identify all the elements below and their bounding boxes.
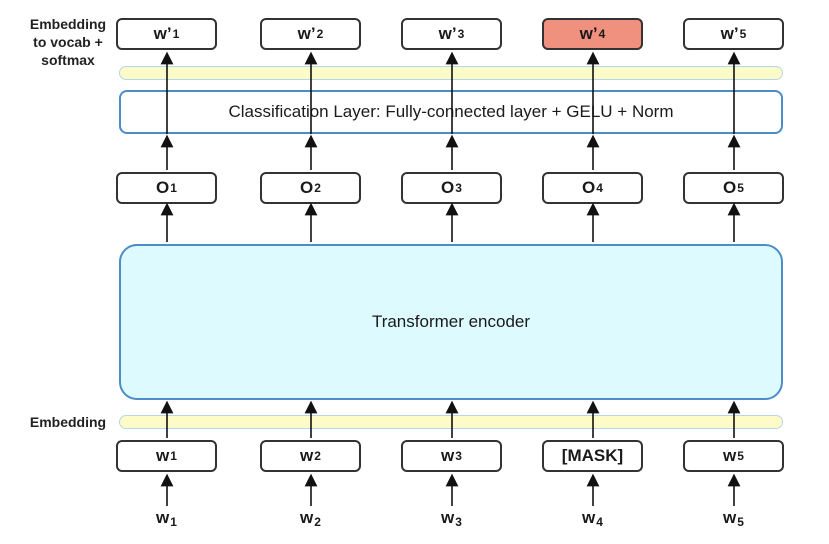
raw-input-word-base: w bbox=[582, 508, 596, 527]
raw-input-word-subscript: 4 bbox=[596, 515, 603, 529]
predicted-token-subscript: 3 bbox=[457, 27, 465, 41]
raw-input-word-2: w2 bbox=[260, 508, 361, 529]
predicted-token-subscript: 2 bbox=[316, 27, 324, 41]
input-token-4: [MASK] bbox=[542, 440, 643, 472]
input-token-subscript: 5 bbox=[737, 449, 744, 463]
input-embedding-label: Embedding bbox=[29, 414, 107, 430]
predicted-token-2: w’2 bbox=[260, 18, 361, 50]
predicted-token-4: w’4 bbox=[542, 18, 643, 50]
predicted-token-base: w’ bbox=[297, 24, 316, 43]
raw-input-word-subscript: 2 bbox=[314, 515, 321, 529]
predicted-token-subscript: 4 bbox=[598, 27, 606, 41]
raw-input-word-5: w5 bbox=[683, 508, 784, 529]
input-token-base: w bbox=[723, 446, 737, 465]
raw-input-word-4: w4 bbox=[542, 508, 643, 529]
encoder-output-subscript: 4 bbox=[596, 181, 603, 195]
transformer-encoder-label: Transformer encoder bbox=[371, 312, 531, 331]
predicted-token-1: w’1 bbox=[116, 18, 217, 50]
predicted-token-5: w’5 bbox=[683, 18, 784, 50]
predicted-token-base: w’ bbox=[579, 24, 598, 43]
predicted-token-base: w’ bbox=[720, 24, 739, 43]
input-token-subscript: 3 bbox=[455, 449, 462, 463]
input-token-base: w bbox=[441, 446, 455, 465]
raw-input-word-1: w1 bbox=[116, 508, 217, 529]
encoder-output-base: O bbox=[441, 178, 455, 197]
encoder-output-subscript: 2 bbox=[314, 181, 321, 195]
input-embedding-band bbox=[119, 415, 783, 429]
input-token-base: w bbox=[300, 446, 314, 465]
input-token-subscript: 1 bbox=[170, 449, 177, 463]
encoder-output-base: O bbox=[582, 178, 596, 197]
encoder-output-subscript: 3 bbox=[455, 181, 462, 195]
input-token-base: [MASK] bbox=[561, 446, 624, 465]
output-embedding-band bbox=[119, 66, 783, 80]
raw-input-word-base: w bbox=[723, 508, 737, 527]
raw-input-word-subscript: 1 bbox=[170, 515, 177, 529]
classification-layer-label: Classification Layer: Fully-connected la… bbox=[228, 102, 674, 121]
predicted-token-subscript: 5 bbox=[739, 27, 747, 41]
encoder-output-subscript: 5 bbox=[737, 181, 744, 195]
predicted-token-base: w’ bbox=[153, 24, 172, 43]
encoder-output-base: O bbox=[156, 178, 170, 197]
raw-input-word-base: w bbox=[300, 508, 314, 527]
raw-input-word-subscript: 5 bbox=[737, 515, 744, 529]
transformer-encoder: Transformer encoder bbox=[119, 244, 783, 400]
raw-input-word-base: w bbox=[156, 508, 170, 527]
raw-input-word-subscript: 3 bbox=[455, 515, 462, 529]
encoder-output-base: O bbox=[300, 178, 314, 197]
raw-input-word-3: w3 bbox=[401, 508, 502, 529]
classification-layer: Classification Layer: Fully-connected la… bbox=[119, 90, 783, 134]
input-token-subscript: 2 bbox=[314, 449, 321, 463]
encoder-output-base: O bbox=[723, 178, 737, 197]
predicted-token-base: w’ bbox=[438, 24, 457, 43]
raw-input-word-base: w bbox=[441, 508, 455, 527]
input-token-base: w bbox=[156, 446, 170, 465]
predicted-token-subscript: 1 bbox=[172, 27, 180, 41]
encoder-output-subscript: 1 bbox=[170, 181, 177, 195]
output-embedding-label: Embedding to vocab + softmax bbox=[29, 16, 107, 68]
predicted-token-3: w’3 bbox=[401, 18, 502, 50]
